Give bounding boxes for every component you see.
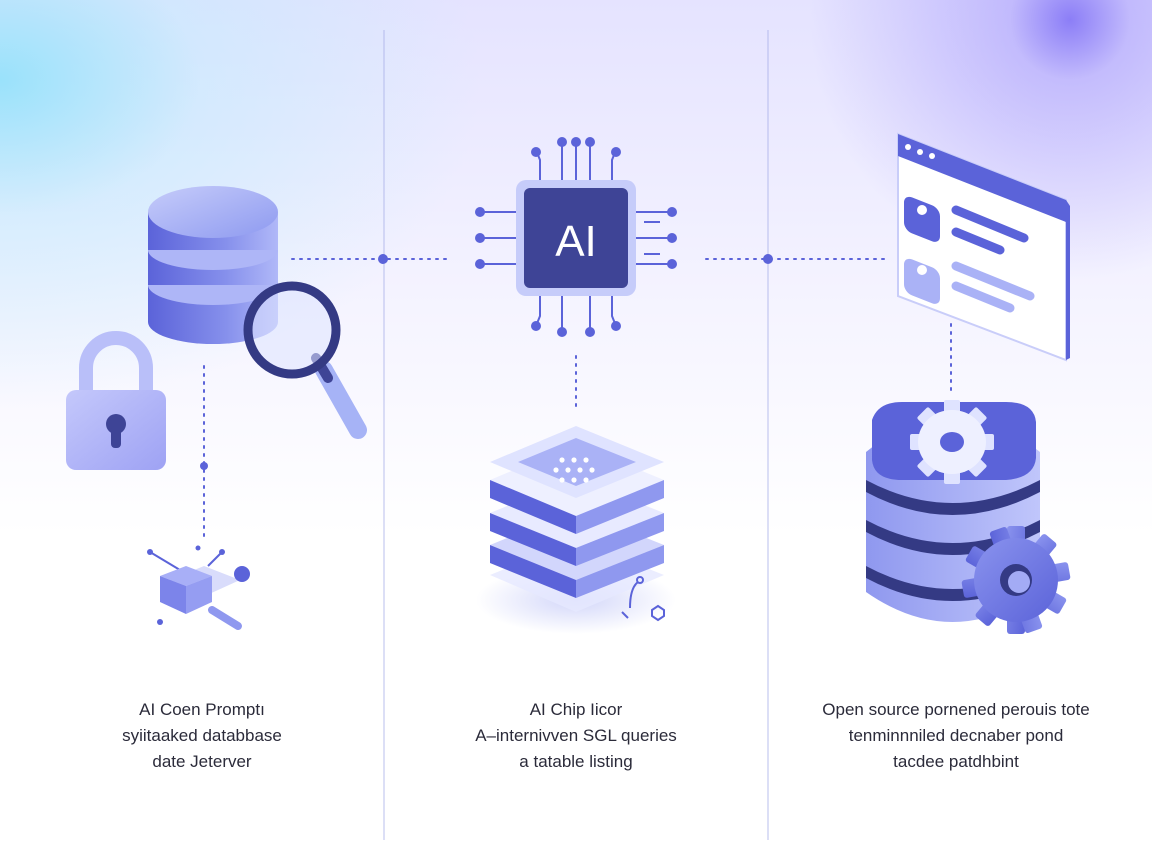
layer-stack-icon	[476, 426, 676, 634]
gear-icon	[910, 400, 994, 484]
cube-icon	[147, 545, 250, 630]
caption-line: Open source pornened perouis tote	[822, 700, 1090, 719]
browser-window-icon	[897, 132, 1070, 362]
caption-line: A–internivven SGL queries	[475, 726, 677, 745]
connector-node	[200, 462, 208, 470]
caption-line: date Jeterver	[152, 752, 252, 771]
lock-icon	[66, 331, 166, 470]
caption-open-source: Open source pornened perouis tote tenmin…	[800, 697, 1112, 775]
connector-node	[378, 254, 388, 264]
database-gear-icon	[866, 400, 1071, 634]
caption-line: AI Coen Promptı	[139, 700, 265, 719]
gear-icon	[961, 526, 1071, 634]
caption-line: AI Chip Iicor	[529, 700, 623, 719]
chip-label: AI	[555, 217, 597, 266]
caption-database: AI Coen Promptı syiitaaked databbase dat…	[84, 697, 320, 775]
caption-line: tenminnniled decnaber pond	[848, 726, 1064, 745]
ai-chip-icon: AI	[475, 137, 677, 337]
caption-ai-chip: AI Chip Iicor A–internivven SGL queries …	[440, 697, 712, 775]
connector-line	[203, 258, 952, 537]
connector-node	[763, 254, 773, 264]
caption-line: a tatable listing	[519, 752, 633, 771]
caption-line: syiitaaked databbase	[122, 726, 282, 745]
caption-line: tacdee patdhbint	[893, 752, 1019, 771]
magnifier-icon	[243, 281, 367, 439]
